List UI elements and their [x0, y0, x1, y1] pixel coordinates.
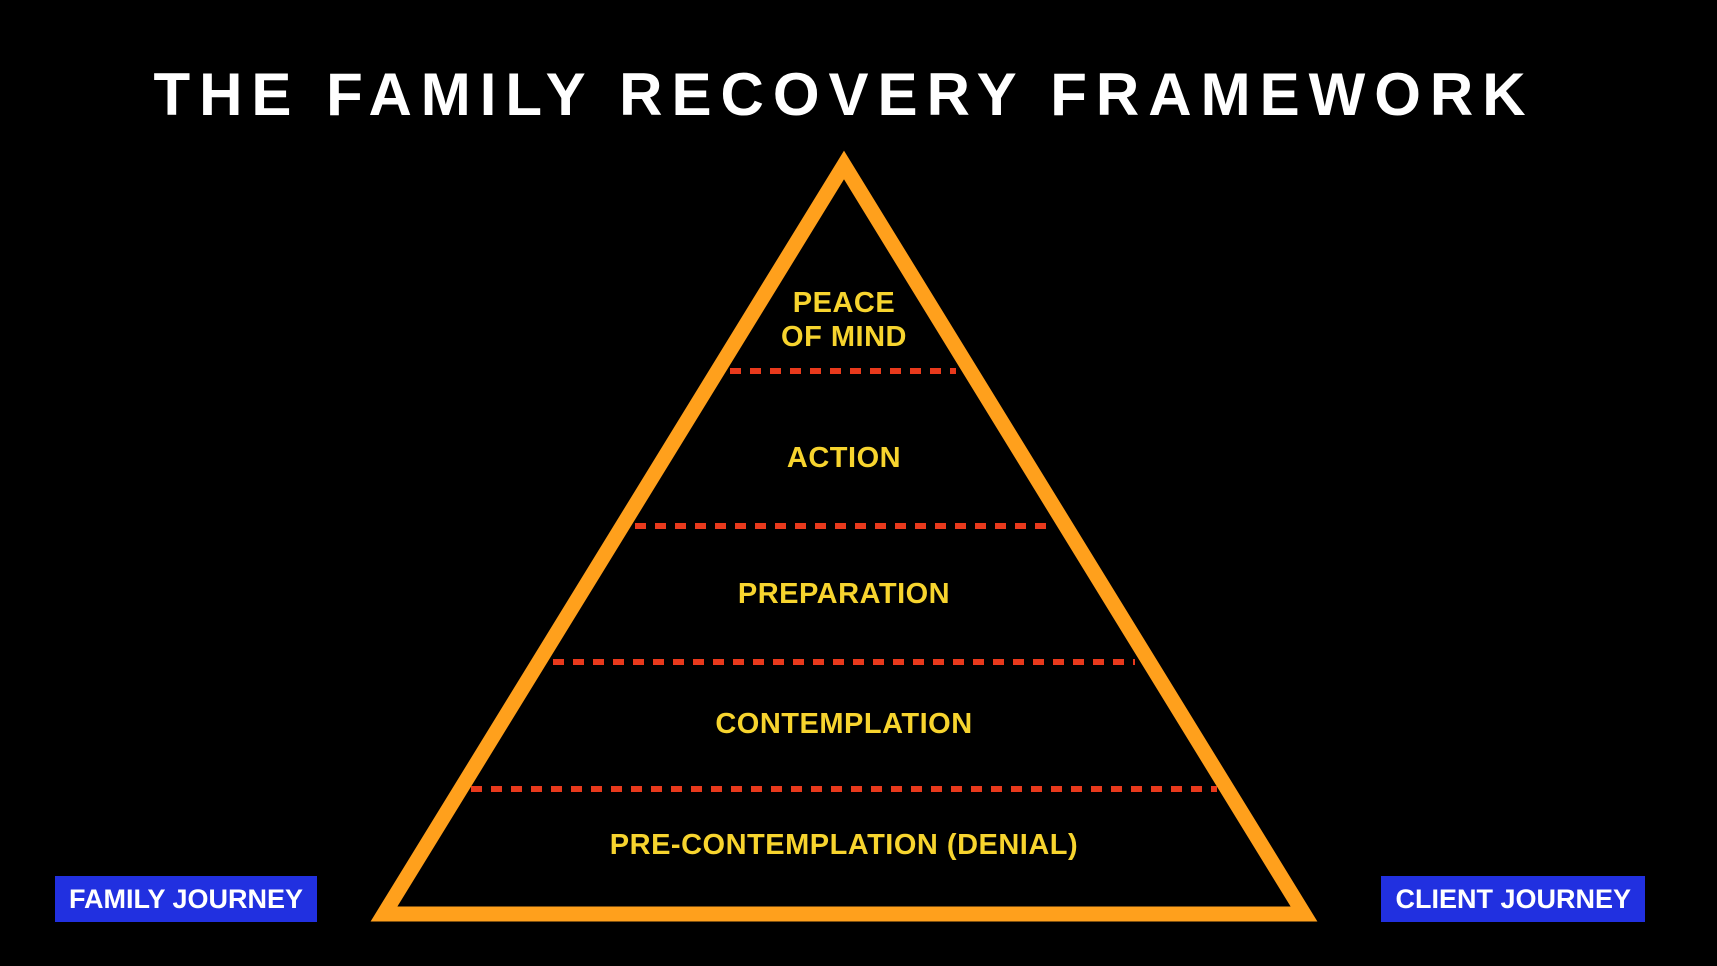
page-title: THE FAMILY RECOVERY FRAMEWORK: [153, 61, 1535, 128]
family-journey-badge: FAMILY JOURNEY: [55, 876, 318, 922]
client-journey-badge: CLIENT JOURNEY: [1381, 876, 1645, 922]
level-action: ACTION: [787, 441, 901, 475]
level-preparation: PREPARATION: [738, 577, 950, 611]
pyramid-outline: [370, 150, 1318, 922]
level-label-line: PEACE: [792, 287, 896, 319]
level-pre-contemplation: PRE-CONTEMPLATION (DENIAL): [610, 828, 1078, 862]
level-label-line: PRE-CONTEMPLATION (DENIAL): [609, 829, 1079, 861]
level-contemplation: CONTEMPLATION: [715, 707, 972, 741]
level-peace-of-mind: PEACE OF MIND: [781, 286, 907, 354]
level-label-line: CONTEMPLATION: [715, 708, 973, 740]
level-label-line: PREPARATION: [737, 578, 951, 610]
level-label-line: OF MIND: [781, 321, 907, 353]
level-label-line: ACTION: [786, 442, 902, 474]
